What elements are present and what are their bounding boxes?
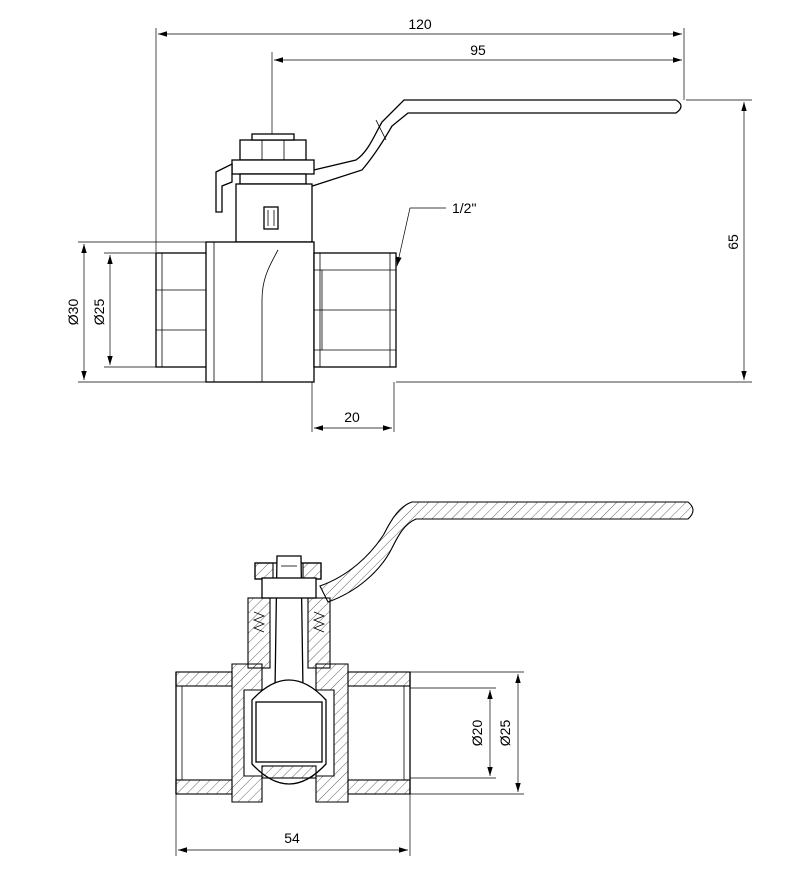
dim-label-95: 95 — [470, 42, 486, 58]
thread-label: 1/2" — [452, 200, 476, 216]
valve-stem — [274, 555, 304, 691]
dim-label-d25: Ø25 — [91, 299, 107, 326]
dim-label-120: 120 — [408, 16, 432, 32]
dim-body-length: 54 — [175, 794, 411, 856]
dim-bore-diameter: Ø20 — [410, 687, 496, 779]
dim-label-20: 20 — [344, 409, 360, 425]
valve-body — [155, 241, 397, 383]
dim-handle-reach: 95 — [271, 42, 682, 134]
lever-handle — [278, 99, 682, 191]
valve-body-section — [175, 663, 411, 803]
dim-overall-length: 120 — [155, 16, 685, 252]
dim-overall-height: 65 — [396, 99, 752, 383]
side-view: 120 95 65 Ø30 Ø25 — [65, 16, 752, 432]
dim-label-65: 65 — [725, 234, 741, 250]
ball — [251, 679, 327, 785]
dim-section-diameter: Ø25 — [410, 671, 524, 795]
dim-label-54: 54 — [284, 830, 300, 846]
stem-housing — [215, 159, 315, 243]
stem-nut — [239, 133, 307, 161]
dim-outer-diameter: Ø30 — [65, 241, 206, 383]
thread-callout: 1/2" — [396, 200, 476, 267]
dim-label-d30: Ø30 — [65, 299, 81, 326]
stop-pin — [263, 206, 279, 230]
dim-thread-length: 20 — [311, 382, 395, 432]
dim-label-d20: Ø20 — [469, 720, 485, 747]
dim-label-d25-section: Ø25 — [497, 720, 513, 747]
section-view: Ø20 Ø25 54 — [175, 501, 694, 856]
lever-handle-section — [319, 501, 694, 603]
dim-inner-diameter: Ø25 — [91, 252, 156, 368]
